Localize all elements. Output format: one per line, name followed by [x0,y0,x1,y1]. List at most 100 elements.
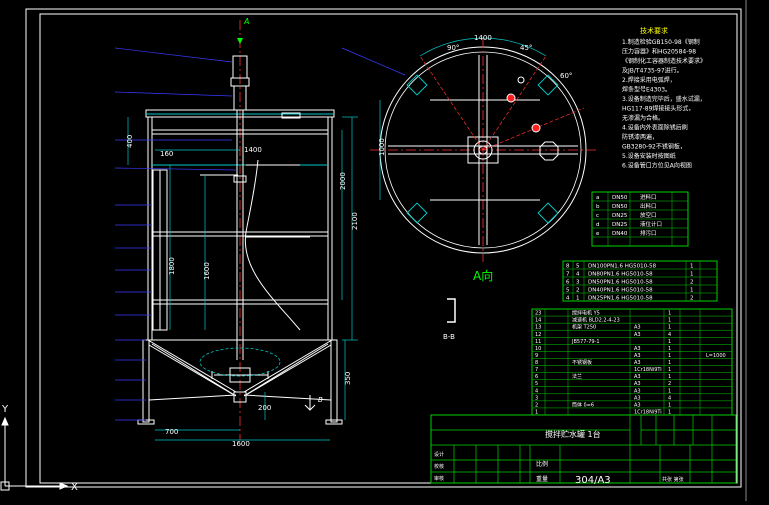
plan-dim-text: 90° 45° 1400 1000 60° [378,34,572,156]
title-sheet: 共张 第张 [662,476,684,483]
bom-cell: 1 [668,353,671,359]
bom-cell: 1 [668,360,671,366]
parts-cell: 8 [566,264,570,270]
bom-cell: 2 [535,402,538,408]
nozzle-b-label: B [318,396,323,404]
dim-top-width: 1400 [244,146,262,154]
bom-cell: 1Cr18Ni9Ti [634,410,662,416]
plan-view-label: A向 [473,268,493,283]
note-line: 2.焊接采用电弧焊， [622,76,676,84]
note-line: 及JB/T4735-97进行。 [622,67,683,75]
dim-left-small: 200 [258,404,271,412]
bom-cell: 1 [668,367,671,373]
parts-cell: 1 [690,264,694,270]
bom-cell: 1 [668,346,671,352]
bom-cell: 12 [535,332,541,338]
parts-cell: DN25PN1.6 HG5010-58 [588,296,653,302]
note-line: 无渗漏为合格。 [622,114,664,122]
section-dim-text: 1400 2100 2000 1800 1600 400 350 1600 70… [126,135,359,448]
bom-cell: A3 [634,360,641,366]
nozzle-cell: 放空口 [640,211,657,219]
bom-cell: 1 [668,339,671,345]
note-line: 3.设备制造完毕后，盛水试漏， [622,95,706,103]
plan-dim-1: 45° [520,44,532,52]
parts-cell: 2 [576,288,580,294]
title-checked: 校核 [434,463,444,470]
bom-cell: A3 [634,332,641,338]
nozzle-cell: d [596,222,600,228]
bom-cell: 10 [535,346,541,352]
ucs-x-label: X [71,482,78,493]
parts-cell: DN80PN1.6 HG5010-58 [588,272,653,278]
bom-cell: 不锈钢板 [572,359,592,366]
bom-cell: 1 [668,410,671,416]
parts-cell: 5 [576,264,580,270]
plan-markers [506,76,541,133]
nozzle-cell: DN50 [612,195,628,201]
bom-cell: L=1000 [706,353,726,359]
bom-cell: 4 [668,332,671,338]
bom-cell: 1 [668,311,671,317]
note-line: 1.制造检验GB150-98《钢制 [622,38,700,46]
cone-bottom [147,339,333,403]
nozzle-cell: DN40 [612,231,628,237]
dim-shell-height: 2100 [351,212,359,230]
parts-cell: 1 [690,272,694,278]
bom-cell: 14 [535,318,541,324]
dim-base-half: 700 [165,428,178,436]
note-line: 5.设备安装时按图纸 [622,152,676,160]
parts-cell: 2 [690,280,694,286]
bom-cell: 5 [535,381,538,387]
note-line: 防锈漆两遍， [622,133,658,141]
bom-cell: 减速机 BLD2.2-4-23 [572,317,620,324]
ucs-icon [0,416,69,491]
parts-cell: DN40PN1.6 HG5010-58 [588,288,653,294]
ucs-y-label: Y [1,404,9,415]
section-view: A [114,17,359,448]
dim-left-note: 160 [160,150,173,158]
bom-cell: 1Cr18Ni9Ti [634,367,662,373]
drawing-frame [25,0,747,501]
bom-cell: A3 [634,353,641,359]
view-arrow-icon [237,38,243,44]
nozzle-b [304,395,316,411]
bom-cell: A3 [634,388,641,394]
bom-cell: A3 [634,381,641,387]
bom-cell: 7 [535,367,538,373]
bom-cell: 1 [668,402,671,408]
dim-leg-height: 350 [344,372,352,385]
dim-cone-height: 400 [126,135,134,148]
parts-cell: 5 [566,288,570,294]
part-leaders [114,47,237,421]
bom-cell: JB577-79-1 [571,339,600,345]
nozzle-cell: DN50 [612,204,628,210]
technical-notes: 技术要求 1.制造检验GB150-98《钢制压力容器》和HG20584-98《钢… [622,26,706,170]
nozzle-cell: 排污口 [640,229,657,237]
title-material: 304/A3 [575,475,611,486]
parts-cell: 7 [566,272,570,278]
nozzle-cell: DN25 [612,213,628,219]
bom-cell: 1 [535,410,538,416]
dim-base-width: 1600 [232,440,250,448]
bom-cell: 筒体 δ=6 [572,401,594,408]
view-arrow-label: A [243,17,249,26]
bom-cell: 2 [668,381,671,387]
nozzle-cell: a [596,195,599,201]
bom-cell: 1 [668,388,671,394]
dim-coil-height: 2000 [339,172,347,190]
note-line: 6.设备管口方位见A向视图 [622,162,692,170]
nozzle-cell: e [596,231,600,237]
plan-dim-2: 1400 [474,34,492,42]
plan-beams [388,55,578,245]
nozzle-cell: 液位计口 [640,220,662,228]
parts-cell: 6 [566,280,570,286]
notes-title: 技术要求 [640,26,668,35]
note-line: 《钢制化工容器制造技术要求》 [622,57,706,65]
bom-cell: 1 [668,325,671,331]
bom-cell: 1 [668,374,671,380]
bom-cell: 11 [535,339,541,345]
nozzle-cell: DN25 [612,222,628,228]
